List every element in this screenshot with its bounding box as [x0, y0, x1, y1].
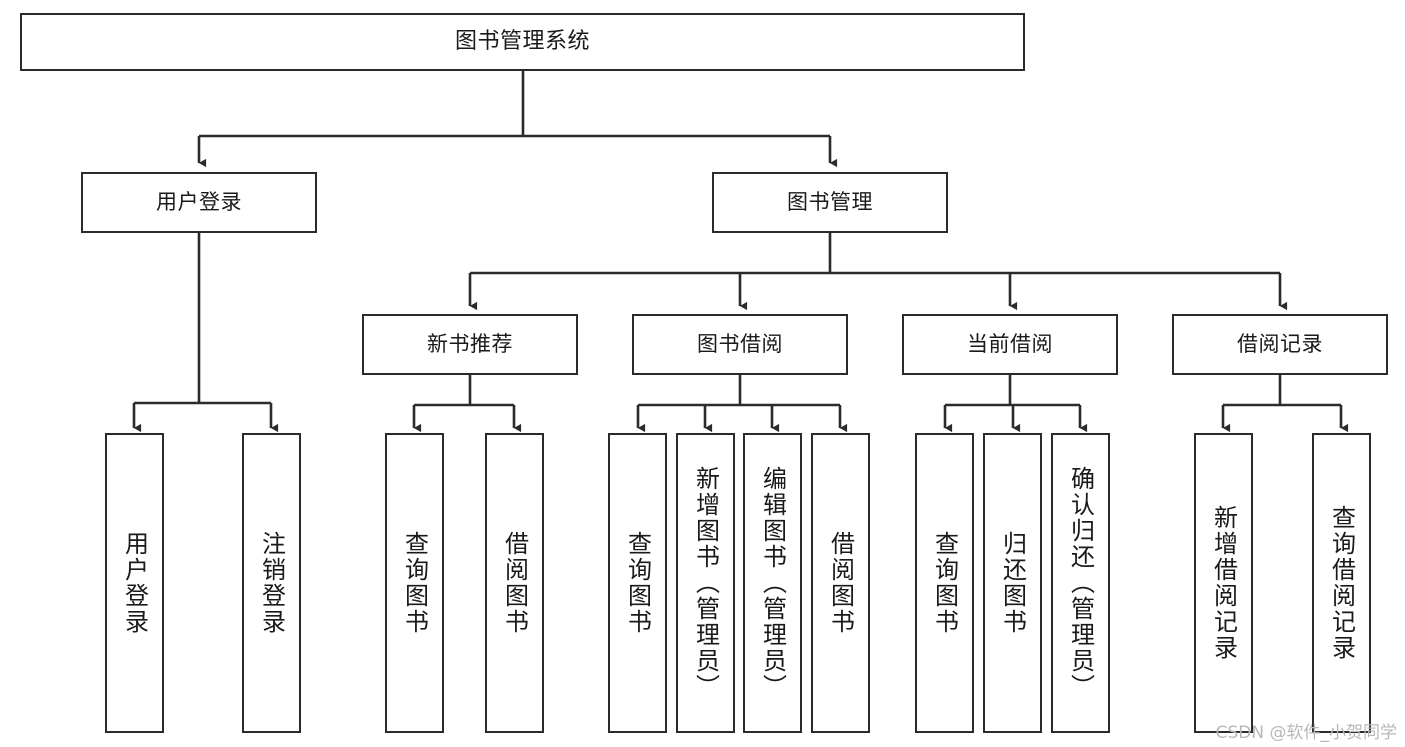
node-label: 注销登录 [257, 531, 286, 635]
node-label: 归还图书 [998, 531, 1027, 635]
node-label: 借阅图书 [500, 531, 529, 635]
node-user-login[interactable]: 用户登录 [81, 172, 317, 233]
node-label: 新增图书（管理员） [691, 466, 720, 700]
node-label: 用户登录 [120, 531, 149, 635]
leaf-borrow-book[interactable]: 借阅图书 [811, 433, 870, 733]
leaf-add-borrow-record[interactable]: 新增借阅记录 [1194, 433, 1253, 733]
node-label: 借阅记录 [1237, 332, 1323, 357]
node-label: 新增借阅记录 [1209, 505, 1238, 661]
leaf-query-book-current[interactable]: 查询图书 [915, 433, 974, 733]
node-label: 确认归还（管理员） [1066, 466, 1095, 700]
node-label: 查询图书 [400, 531, 429, 635]
leaf-query-book-new[interactable]: 查询图书 [385, 433, 444, 733]
node-current-borrow[interactable]: 当前借阅 [902, 314, 1118, 375]
leaf-confirm-return-admin[interactable]: 确认归还（管理员） [1051, 433, 1110, 733]
node-label: 新书推荐 [427, 332, 513, 357]
leaf-logout-login[interactable]: 注销登录 [242, 433, 301, 733]
node-label: 图书管理 [787, 190, 873, 215]
leaf-query-book-borrow[interactable]: 查询图书 [608, 433, 667, 733]
node-label: 借阅图书 [826, 531, 855, 635]
leaf-borrow-book-new[interactable]: 借阅图书 [485, 433, 544, 733]
leaf-query-borrow-record[interactable]: 查询借阅记录 [1312, 433, 1371, 733]
node-label: 图书借阅 [697, 332, 783, 357]
node-label: 编辑图书（管理员） [758, 466, 787, 700]
watermark: CSDN @软件_小贺同学 [1215, 723, 1397, 743]
node-label: 查询图书 [623, 531, 652, 635]
node-borrow-record[interactable]: 借阅记录 [1172, 314, 1388, 375]
node-label: 用户登录 [156, 190, 242, 215]
node-new-book-recommend[interactable]: 新书推荐 [362, 314, 578, 375]
node-label: 查询借阅记录 [1327, 505, 1356, 661]
leaf-add-book-admin[interactable]: 新增图书（管理员） [676, 433, 735, 733]
node-label: 查询图书 [930, 531, 959, 635]
node-book-management[interactable]: 图书管理 [712, 172, 948, 233]
leaf-edit-book-admin[interactable]: 编辑图书（管理员） [743, 433, 802, 733]
node-root-system[interactable]: 图书管理系统 [20, 13, 1025, 71]
node-label: 当前借阅 [967, 332, 1053, 357]
leaf-return-book[interactable]: 归还图书 [983, 433, 1042, 733]
node-label: 图书管理系统 [454, 29, 590, 55]
node-book-borrow[interactable]: 图书借阅 [632, 314, 848, 375]
leaf-user-login[interactable]: 用户登录 [105, 433, 164, 733]
